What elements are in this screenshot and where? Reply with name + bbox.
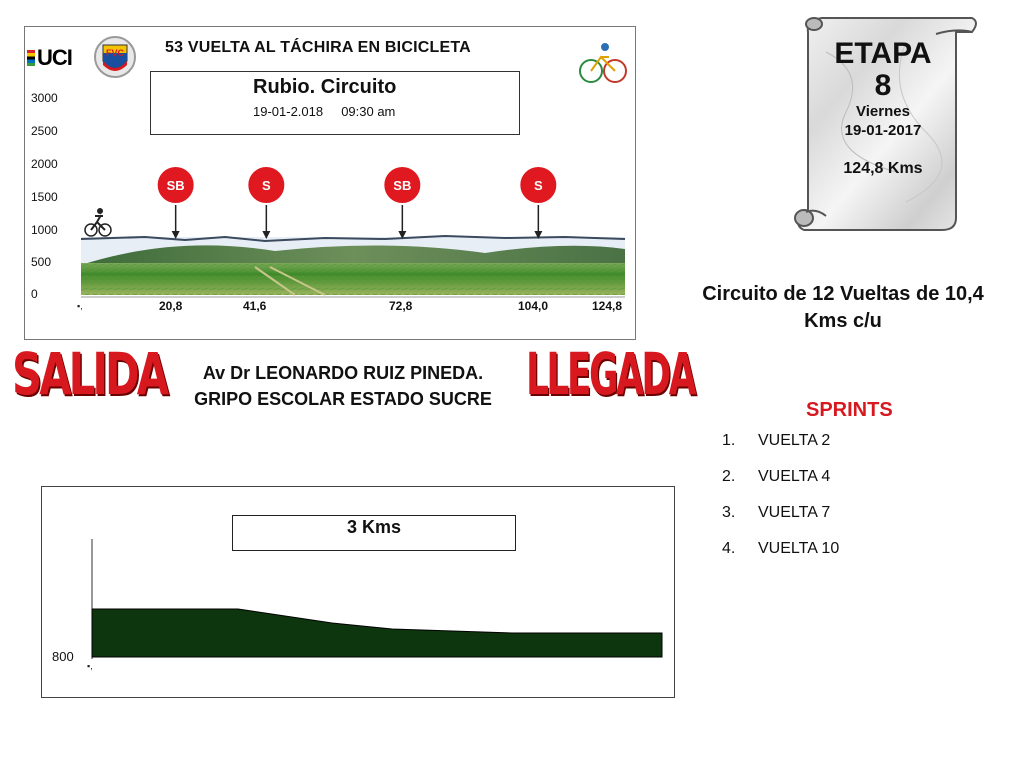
stage-time: 09:30 am	[341, 104, 396, 119]
field-path	[254, 266, 326, 296]
list-item: 2. VUELTA 4	[722, 468, 839, 504]
circuit-elevation-area	[91, 608, 663, 658]
x-tick: 104,0	[518, 299, 549, 313]
x-tick: 124,8	[592, 299, 623, 313]
stage-datetime: 19-01-2.018 09:30 am	[253, 104, 395, 119]
marker-circle	[382, 165, 423, 205]
list-number: 4.	[722, 540, 736, 557]
list-item: 3. VUELTA 7	[722, 504, 839, 540]
marker-arrow	[262, 231, 271, 239]
stage-scroll-content: ETAPA 8 Viernes 19-01-2017 124,8 Kms	[808, 38, 958, 178]
circuit-y-label: 800	[52, 649, 74, 664]
circuit-description: Circuito de 12 Vueltas de 10,4 Kms c/u	[702, 283, 984, 332]
circuit-profile-panel: ▪, 3 Kms 800	[41, 486, 675, 698]
y-tick: 2500	[31, 124, 58, 138]
marker-arrow	[534, 231, 543, 239]
marker-arrow	[171, 231, 180, 239]
marker-label: S	[534, 178, 543, 193]
y-tick: 3000	[31, 91, 58, 105]
marker-circle	[155, 165, 196, 205]
stage-info-box: Rubio. Circuito 19-01-2.018 09:30 am	[150, 71, 520, 135]
sprint-marker: SB	[155, 165, 196, 239]
list-number: 2.	[722, 468, 736, 485]
sprint-marker: S	[518, 165, 559, 239]
list-label: VUELTA 10	[758, 540, 840, 557]
stage-name: Rubio. Circuito	[253, 76, 397, 98]
marker-label: SB	[167, 178, 185, 193]
fvc-shield-logo: FVC	[94, 36, 136, 78]
marker-circle	[246, 165, 287, 205]
list-number: 1.	[722, 432, 736, 449]
list-label: VUELTA 4	[758, 468, 831, 485]
y-tick: 1500	[31, 190, 58, 204]
race-title: 53 VUELTA AL TÁCHIRA EN BICICLETA	[165, 39, 471, 56]
y-tick: 500	[31, 255, 52, 269]
elevation-line	[80, 234, 626, 243]
y-tick: 1000	[31, 223, 58, 237]
x-tick: 20,8	[159, 299, 183, 313]
list-label: VUELTA 2	[758, 432, 831, 449]
stage-date-scroll: 19-01-2017	[844, 122, 922, 139]
list-item: 4. VUELTA 10	[722, 540, 839, 576]
svg-text:FVC: FVC	[106, 48, 125, 58]
sprints-list: 1. VUELTA 2 2. VUELTA 4 3. VUELTA 7 4. VUELT…	[722, 432, 839, 576]
stage-label: ETAPA	[834, 37, 932, 70]
list-label: VUELTA 7	[758, 504, 831, 521]
circuit-profile-chart: ▪,	[87, 539, 663, 671]
stage-date: 19-01-2.018	[253, 104, 324, 119]
x-tick: 41,6	[243, 299, 267, 313]
circuit-length-label: 3 Kms	[346, 517, 402, 537]
stage-day: Viernes	[856, 103, 910, 120]
list-number: 3.	[722, 504, 736, 521]
axis-origin-mark: ▪,	[77, 301, 83, 311]
uci-logo: UCI	[27, 45, 73, 71]
stage-number: 8	[874, 69, 892, 102]
sprint-marker: S	[246, 165, 287, 239]
stage-profile-panel: UCI FVC 53 VUELTA AL TÁCHIRA EN BICICLET…	[24, 26, 636, 340]
stage-distance: 124,8 Kms	[843, 160, 923, 177]
marker-circle	[518, 165, 559, 205]
list-item: 1. VUELTA 2	[722, 432, 839, 468]
field-rows	[81, 263, 625, 295]
y-tick: 0	[31, 287, 38, 301]
sprints-title: SPRINTS	[806, 399, 893, 421]
marker-label: S	[262, 178, 271, 193]
circuit-length-box: 3 Kms	[232, 515, 516, 551]
cyclist-icon	[84, 208, 112, 237]
start-address: Av Dr LEONARDO RUIZ PINEDA. GRIPO ESCOLA…	[194, 363, 492, 409]
sprint-marker: SB	[382, 165, 423, 239]
llegada-label: LLEGADA	[526, 340, 697, 408]
y-tick: 2000	[31, 157, 58, 171]
marker-arrow	[398, 231, 407, 239]
salida-label: SALIDA	[12, 340, 169, 408]
x-tick: 72,8	[389, 299, 413, 313]
stage-scroll-banner	[794, 17, 977, 231]
profile-chart: ▪, SB S SB S	[77, 165, 626, 311]
association-cyclist-logo	[579, 43, 627, 83]
marker-label: SB	[393, 178, 411, 193]
axis-origin-mark: ▪,	[87, 661, 93, 671]
